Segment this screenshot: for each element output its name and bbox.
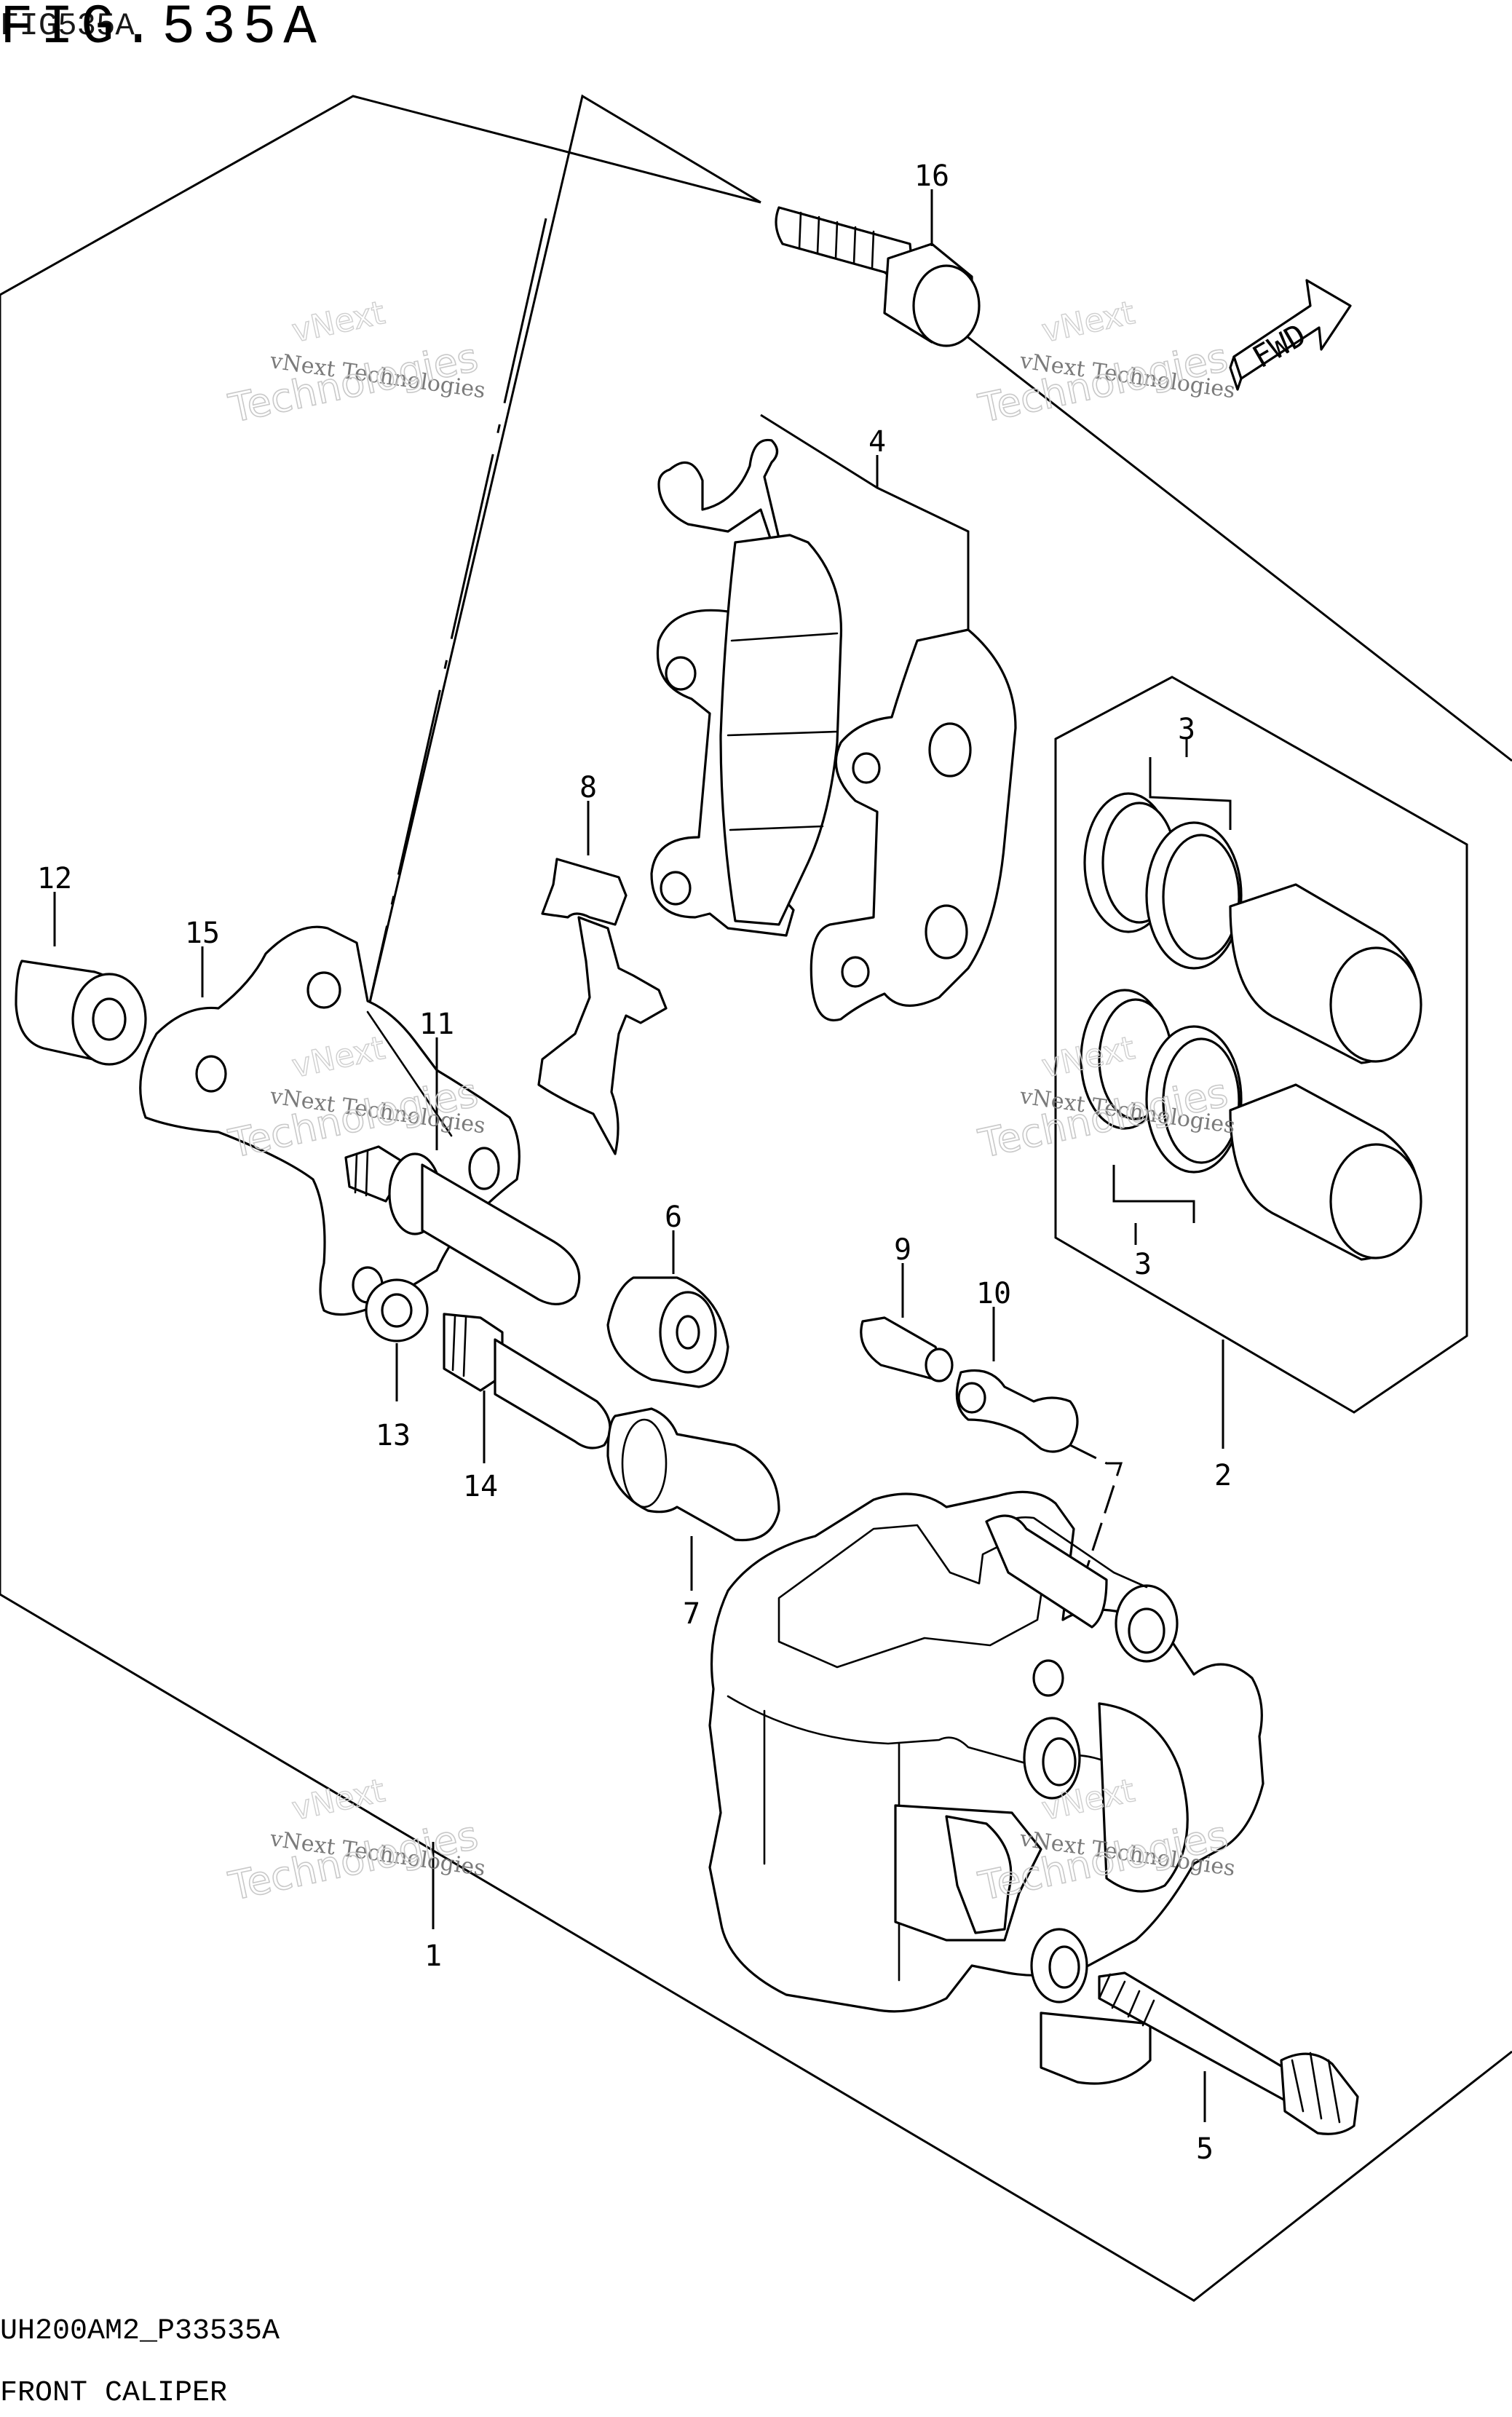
svg-text:vNext: vNext — [289, 294, 388, 350]
brake-pads-4 — [650, 414, 1017, 1021]
svg-text:vNext: vNext — [289, 1772, 388, 1828]
callout-12: 12 — [37, 862, 72, 895]
callout-8: 8 — [579, 771, 597, 804]
callout-16: 16 — [914, 159, 949, 193]
callout-5: 5 — [1196, 2132, 1214, 2166]
bracket-leader-lines — [366, 94, 761, 1013]
dust-boot-6 — [606, 1230, 729, 1388]
callout-7: 7 — [683, 1597, 700, 1631]
callout-6: 6 — [665, 1200, 682, 1234]
caliper-body-1 — [432, 1490, 1264, 2085]
diagram-code: UH200AM2_P33535A — [0, 2315, 280, 2348]
pad-spring-8 — [537, 801, 668, 1155]
watermark-2: vNext vNext Technologies Technologies — [974, 293, 1237, 432]
bleeder-valve-9 — [860, 1263, 954, 1382]
callout-2: 2 — [1214, 1459, 1232, 1492]
callout-11: 11 — [419, 1008, 454, 1041]
watermark-1: vNext vNext Technologies Technologies — [224, 293, 487, 432]
slide-pin-11 — [344, 1037, 581, 1305]
svg-text:Technologies: Technologies — [225, 334, 482, 432]
callout-9: 9 — [894, 1233, 911, 1267]
callout-3-bottom: 3 — [1134, 1248, 1152, 1281]
bolt-16 — [775, 189, 981, 347]
callout-10: 10 — [976, 1277, 1011, 1310]
dust-boot-7 — [606, 1407, 780, 1591]
slide-pin-14 — [443, 1313, 611, 1463]
watermark-5: vNext vNext Technologies Technologies — [224, 1771, 487, 1910]
callout-labels: 1 2 3 3 4 5 6 7 8 9 10 11 12 13 14 15 16 — [37, 159, 1232, 2166]
piston-seals-3 — [1080, 739, 1243, 1245]
bolt-5 — [1098, 1971, 1359, 2135]
callout-15: 15 — [185, 917, 220, 950]
callout-1: 1 — [424, 1939, 442, 1973]
svg-text:Technologies: Technologies — [225, 1812, 482, 1910]
callout-4: 4 — [868, 425, 886, 459]
sleeve-12 — [15, 892, 147, 1066]
diagram-title: FRONT CALIPER — [0, 2377, 228, 2410]
forward-arrow-icon: FWD — [1229, 279, 1352, 391]
svg-text:vNext: vNext — [1039, 294, 1138, 350]
callout-13: 13 — [376, 1419, 411, 1452]
washer-13 — [365, 1278, 429, 1401]
pistons — [1229, 883, 1422, 1261]
callout-14: 14 — [463, 1470, 498, 1503]
svg-text:Technologies: Technologies — [975, 334, 1232, 432]
piston-kit-box — [1054, 676, 1468, 1449]
figure-subtitle: FIG535A — [0, 8, 135, 44]
bleeder-cap-10 — [955, 1307, 1123, 1661]
callout-3-top: 3 — [1178, 713, 1195, 746]
figure-title: FIG.535A — [0, 0, 324, 59]
